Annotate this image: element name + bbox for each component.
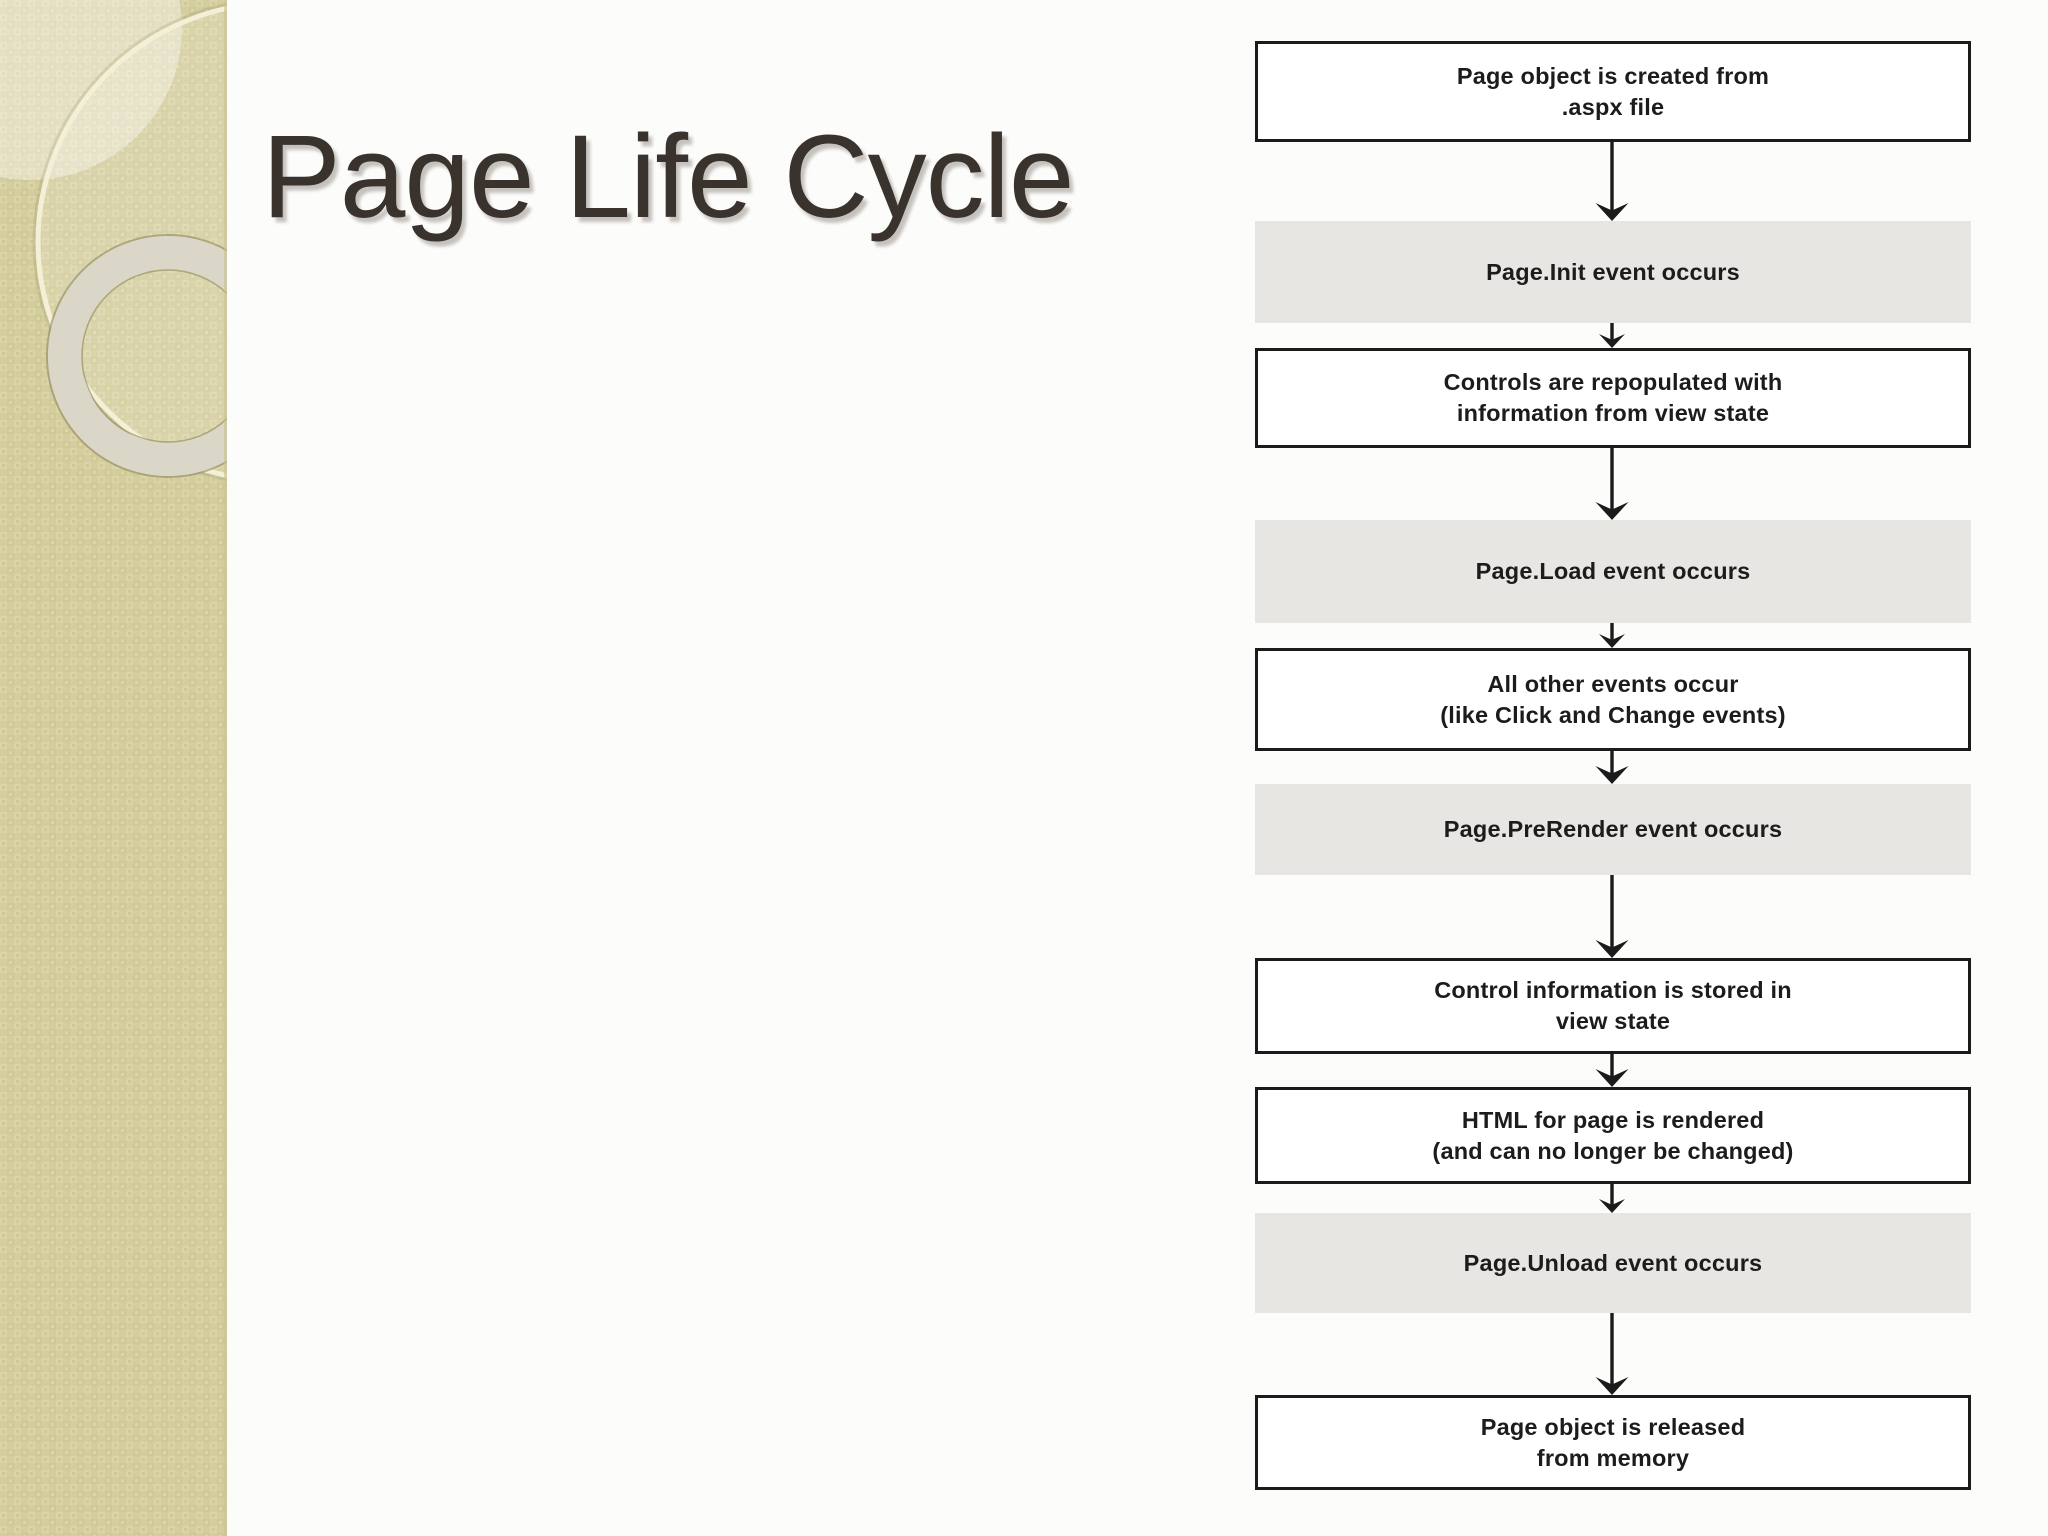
flow-step-box: Page.PreRender event occurs (1255, 784, 1971, 875)
sidebar-texture (0, 0, 227, 1536)
flow-step-label: Page.Load event occurs (1475, 558, 1751, 584)
flow-step-box: Page.Init event occurs (1255, 221, 1971, 323)
sidebar-decoration (0, 0, 227, 1536)
slide-title: Page Life Cycle (262, 111, 1074, 243)
flow-step-label: Page.Unload event occurs (1463, 1249, 1763, 1276)
flow-step-label: HTML for page is rendered (1461, 1106, 1765, 1133)
down-arrow-icon (1599, 623, 1625, 648)
decorative-ring-thick (48, 236, 227, 476)
flow-step-box: Page.Load event occurs (1255, 520, 1971, 623)
sidebar-edge (224, 0, 227, 1536)
flow-step-label: Page object is created from (1456, 62, 1770, 89)
flow-step-label: Page.Init event occurs (1486, 258, 1740, 285)
down-arrow-icon (1595, 1054, 1629, 1087)
flow-step-label: Control information is stored in (1434, 977, 1792, 1003)
flow-step-box: All other events occur (like Click and Ch… (1255, 648, 1971, 751)
flow-step-label: Controls are repopulated with (1443, 369, 1783, 395)
flow-step-label: (like Click and Change events) (1440, 701, 1786, 728)
down-arrow-icon (1595, 751, 1629, 784)
down-arrow-icon (1595, 875, 1629, 958)
flow-step-box: HTML for page is rendered (and can no lon… (1255, 1087, 1971, 1184)
flow-step-label: Page.PreRender event occurs (1443, 816, 1783, 842)
decorative-ring-outer-edge (46, 234, 227, 478)
down-arrow-icon (1595, 448, 1629, 520)
down-arrow-icon (1595, 1313, 1629, 1395)
down-arrow-icon (1595, 142, 1629, 221)
flow-step-label: view state (1555, 1008, 1671, 1034)
flow-step-label: .aspx file (1561, 93, 1665, 120)
flow-step-label: from memory (1536, 1444, 1690, 1471)
decorative-ring-inner-edge (81, 269, 227, 443)
flow-step-box: Page object is created from .aspx file (1255, 41, 1971, 142)
flow-step-box: Controls are repopulated with information… (1255, 348, 1971, 448)
flow-step-box: Control information is stored in view sta… (1255, 958, 1971, 1054)
flow-step-label: Page object is released (1480, 1413, 1746, 1440)
flow-step-label: All other events occur (1487, 670, 1739, 697)
flow-step-label: information from view state (1456, 400, 1770, 426)
down-arrow-icon (1599, 1184, 1625, 1213)
down-arrow-icon (1599, 323, 1625, 348)
flow-step-box: Page.Unload event occurs (1255, 1213, 1971, 1313)
flow-step-label: (and can no longer be changed) (1432, 1137, 1794, 1164)
flow-step-box: Page object is released from memory (1255, 1395, 1971, 1490)
decorative-circle-thin (35, 5, 227, 479)
